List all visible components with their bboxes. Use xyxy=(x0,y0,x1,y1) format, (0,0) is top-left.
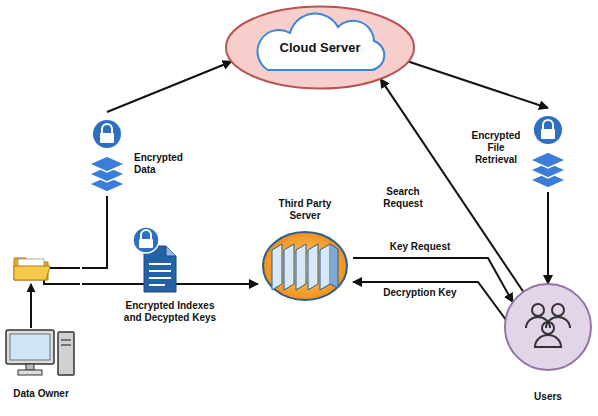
edge-label: Decryption Key xyxy=(372,287,468,299)
label-holder: Encrypted Indexes and Decypted Keys xyxy=(120,300,220,324)
encrypted-file-icon xyxy=(530,116,566,188)
label-holder: Encrypted Data xyxy=(134,152,190,176)
node-label: Cloud Server xyxy=(225,40,415,56)
connector-arrow xyxy=(228,283,258,285)
encrypted-data-icon xyxy=(89,120,125,192)
node-label: Users xyxy=(500,391,596,403)
connector-arrow xyxy=(408,62,548,109)
cloud-ellipse xyxy=(226,7,414,89)
users-circle xyxy=(505,284,591,370)
connector-arrow xyxy=(107,62,232,113)
connector-arrow xyxy=(353,282,506,320)
connector-arrow xyxy=(82,196,107,268)
node-label: Data Owner xyxy=(2,388,80,400)
label-holder: Data Owner xyxy=(2,388,80,400)
label-holder: Encrypted File Retrieval xyxy=(470,130,522,166)
node-label: Encrypted File Retrieval xyxy=(470,130,522,166)
node-label: Encrypted Indexes and Decypted Keys xyxy=(120,300,220,324)
data-owner-icon xyxy=(6,258,80,375)
edge-label: Key Request xyxy=(375,241,465,253)
node-label: Third Party Server xyxy=(270,198,340,222)
server-icon xyxy=(263,232,347,300)
node-label: Encrypted Data xyxy=(134,152,190,176)
edge-label: Search Request xyxy=(372,186,434,210)
label-holder: Third Party Server xyxy=(270,198,340,222)
connector-arrow xyxy=(547,192,549,284)
label-holder: Cloud Server xyxy=(225,40,415,56)
connector-arrow xyxy=(82,283,112,285)
label-holder: Users xyxy=(500,391,596,403)
encrypted-index-icon xyxy=(112,227,228,292)
